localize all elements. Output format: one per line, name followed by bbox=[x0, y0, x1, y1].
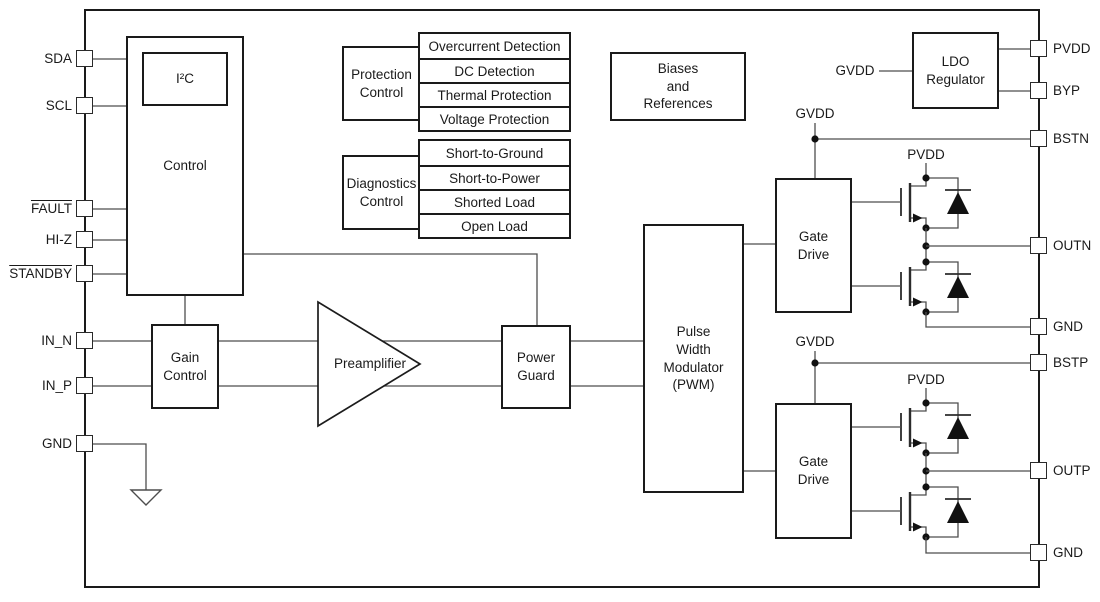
diagnostics-item-shorted-load: Shorted Load bbox=[420, 189, 569, 213]
block-ldo-regulator: LDO Regulator bbox=[912, 32, 999, 109]
pin-label-bstn: BSTN bbox=[1053, 131, 1090, 146]
block-gate-drive-p: Gate Drive bbox=[775, 403, 852, 539]
protection-item-overcurrent: Overcurrent Detection bbox=[428, 38, 561, 54]
pin-bstn bbox=[1030, 130, 1047, 147]
net-label-gvdd-ldo: GVDD bbox=[835, 63, 875, 78]
block-pwm: Pulse Width Modulator (PWM) bbox=[643, 224, 744, 493]
gnd-pin-branch bbox=[93, 443, 163, 506]
block-i2c: I²C bbox=[142, 52, 228, 106]
pin-label-byp: BYP bbox=[1053, 83, 1081, 98]
pin-gnd-n bbox=[1030, 318, 1047, 335]
pin-sda bbox=[76, 50, 93, 67]
pin-label-fault: FAULT bbox=[30, 201, 72, 216]
pin-gnd-p bbox=[1030, 544, 1047, 561]
block-diagnostics-control: Diagnostics Control bbox=[342, 155, 421, 230]
pin-byp bbox=[1030, 82, 1047, 99]
pin-hiz bbox=[76, 231, 93, 248]
pin-label-pvdd: PVDD bbox=[1053, 41, 1091, 56]
pin-gnd-left bbox=[76, 435, 93, 452]
pin-pvdd bbox=[1030, 40, 1047, 57]
block-power-guard: Power Guard bbox=[501, 325, 571, 409]
pin-in-n bbox=[76, 332, 93, 349]
net-label-pvdd-p: PVDD bbox=[907, 372, 945, 387]
halfbridge-outp bbox=[852, 388, 1031, 554]
pin-scl bbox=[76, 97, 93, 114]
pin-label-outn: OUTN bbox=[1053, 238, 1092, 253]
protection-item-voltage: Voltage Protection bbox=[420, 106, 569, 130]
pin-standby bbox=[76, 265, 93, 282]
diagnostics-item-open-load: Open Load bbox=[420, 213, 569, 237]
pin-label-gnd-n: GND bbox=[1053, 319, 1083, 334]
block-gain-control: Gain Control bbox=[151, 324, 219, 409]
halfbridge-outn bbox=[852, 163, 1031, 328]
diagnostics-item-short-to-ground: Short-to-Ground bbox=[445, 145, 544, 161]
pin-label-gnd-left: GND bbox=[42, 436, 72, 451]
wire-control-to-powerguard bbox=[244, 253, 538, 326]
chip-boundary bbox=[84, 9, 1040, 588]
pin-label-outp: OUTP bbox=[1053, 463, 1091, 478]
protection-item-thermal: Thermal Protection bbox=[420, 82, 569, 106]
pin-outp bbox=[1030, 462, 1047, 479]
net-label-pvdd-n: PVDD bbox=[907, 147, 945, 162]
pin-label-hiz: HI-Z bbox=[45, 232, 72, 247]
net-label-gvdd-n: GVDD bbox=[795, 106, 835, 121]
net-label-gvdd-p: GVDD bbox=[795, 334, 835, 349]
pin-label-gnd-p: GND bbox=[1053, 545, 1083, 560]
pin-fault bbox=[76, 200, 93, 217]
pin-label-sda: SDA bbox=[44, 51, 72, 66]
pin-label-standby: STANDBY bbox=[9, 266, 72, 281]
preamplifier-triangle bbox=[317, 300, 422, 428]
wires-ldo bbox=[879, 48, 1031, 92]
diagnostics-item-short-to-power: Short-to-Power bbox=[420, 165, 569, 189]
block-gate-drive-n: Gate Drive bbox=[775, 178, 852, 313]
net-gvdd-p bbox=[811, 351, 1031, 403]
pin-label-in-p: IN_P bbox=[41, 378, 72, 393]
pin-outn bbox=[1030, 237, 1047, 254]
ground-symbol bbox=[129, 489, 163, 506]
block-biases-references: Biases and References bbox=[610, 52, 746, 121]
block-protection-control: Protection Control bbox=[342, 46, 421, 121]
diagnostics-items: Short-to-Ground Short-to-Power Shorted L… bbox=[418, 139, 571, 239]
left-pin-wires bbox=[93, 58, 127, 275]
block-preamplifier-label: Preamplifier bbox=[333, 356, 407, 371]
pin-bstp bbox=[1030, 354, 1047, 371]
wires-pwm-to-gatedrives bbox=[744, 243, 775, 472]
pin-label-bstp: BSTP bbox=[1053, 355, 1089, 370]
net-gvdd-n bbox=[811, 123, 1031, 178]
pin-in-p bbox=[76, 377, 93, 394]
protection-items: Overcurrent Detection DC Detection Therm… bbox=[418, 32, 571, 132]
pin-label-in-n: IN_N bbox=[41, 333, 72, 348]
pin-label-scl: SCL bbox=[45, 98, 72, 113]
protection-item-dc: DC Detection bbox=[420, 58, 569, 82]
